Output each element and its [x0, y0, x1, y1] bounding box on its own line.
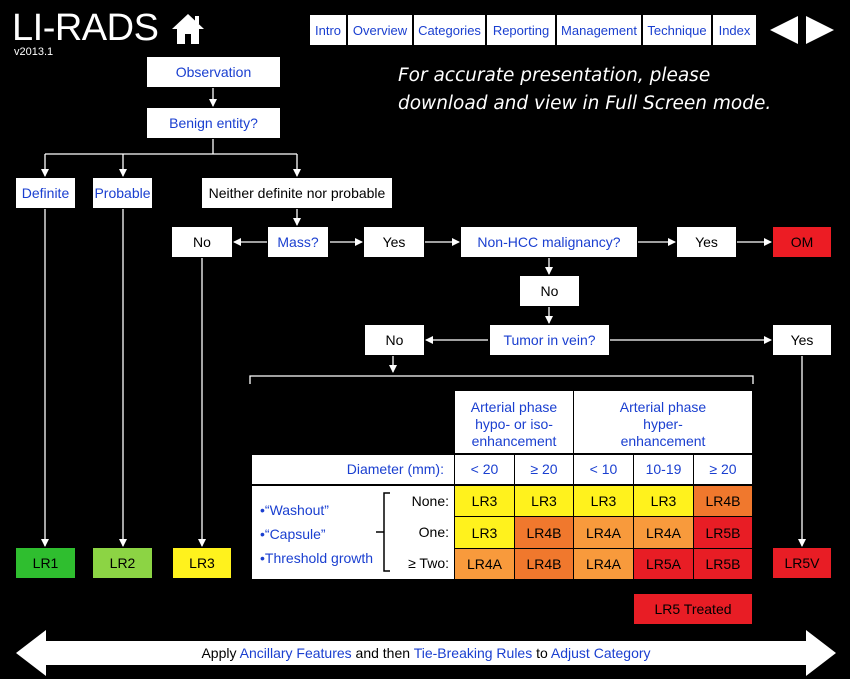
mass-yes-box: Yes	[363, 226, 425, 258]
grid-cell-r3c4[interactable]: LR5A	[633, 548, 694, 580]
lr5-treated-box[interactable]: LR5 Treated	[633, 593, 753, 625]
feature-capsule[interactable]: •“Capsule”	[260, 526, 326, 542]
arrow-right-icon[interactable]	[804, 15, 836, 45]
grid-cell-r2c5[interactable]: LR5B	[693, 516, 753, 549]
non-hcc-no-box: No	[519, 275, 580, 307]
grid-cell-r3c3[interactable]: LR4A	[573, 548, 634, 580]
observation-box[interactable]: Observation	[146, 56, 281, 88]
bottom-instruction: Apply Ancillary Features and then Tie-Br…	[46, 644, 806, 662]
row-label-none: None:	[411, 493, 449, 509]
nav-management[interactable]: Management	[556, 14, 642, 46]
grid-cell-r1c4[interactable]: LR3	[633, 485, 694, 517]
home-icon[interactable]	[170, 12, 206, 46]
grid-cell-r1c2[interactable]: LR3	[514, 485, 574, 517]
definite-box[interactable]: Definite	[15, 177, 76, 209]
mass-no-box: No	[171, 226, 233, 258]
diameter-col-2[interactable]: ≥ 20	[514, 454, 574, 485]
version-label: v2013.1	[14, 46, 54, 58]
nav-reporting[interactable]: Reporting	[486, 14, 556, 46]
hyper-line-2: hyper-	[643, 416, 683, 432]
grid-cell-r1c5[interactable]: LR4B	[693, 485, 753, 517]
lr1-box[interactable]: LR1	[15, 547, 76, 579]
diameter-col-3[interactable]: < 10	[573, 454, 634, 485]
grid-cell-r2c3[interactable]: LR4A	[573, 516, 634, 549]
diameter-col-5[interactable]: ≥ 20	[693, 454, 753, 485]
lr5v-box[interactable]: LR5V	[772, 547, 832, 579]
grid-cell-r1c3[interactable]: LR3	[573, 485, 634, 517]
row-label-two: ≥ Two:	[408, 555, 449, 571]
note-line-1: For accurate presentation, please	[398, 65, 711, 86]
nav-overview[interactable]: Overview	[347, 14, 413, 46]
grid-cell-r2c4[interactable]: LR4A	[633, 516, 694, 549]
feature-threshold-growth[interactable]: •Threshold growth	[260, 550, 374, 566]
bottom-text-2: and then	[351, 645, 414, 661]
nav-index[interactable]: Index	[712, 14, 757, 46]
bottom-text-1: Apply	[201, 645, 240, 661]
diameter-col-1[interactable]: < 20	[454, 454, 515, 485]
hypo-line-2: hypo- or iso-	[475, 416, 553, 432]
grid-cell-r3c1[interactable]: LR4A	[454, 548, 515, 580]
diameter-col-4[interactable]: 10-19	[633, 454, 694, 485]
grid-cell-r2c1[interactable]: LR3	[454, 516, 515, 549]
lr2-box[interactable]: LR2	[92, 547, 153, 579]
features-panel	[251, 485, 455, 580]
bottom-text-3: to	[532, 645, 551, 661]
nav-technique[interactable]: Technique	[642, 14, 712, 46]
om-box[interactable]: OM	[772, 226, 832, 258]
nav-intro[interactable]: Intro	[309, 14, 347, 46]
arrow-left-icon[interactable]	[768, 15, 800, 45]
row-label-one: One:	[418, 524, 449, 540]
tiv-no-box: No	[364, 324, 425, 356]
hyper-enhancement-header[interactable]: Arterial phase hyper- enhancement	[573, 390, 753, 454]
grid-cell-r2c2[interactable]: LR4B	[514, 516, 574, 549]
hypo-line-1: Arterial phase	[470, 399, 558, 415]
ancillary-features-link[interactable]: Ancillary Features	[239, 645, 352, 661]
hypo-line-3: enhancement	[471, 433, 557, 449]
grid-cell-r3c2[interactable]: LR4B	[514, 548, 574, 580]
tiv-yes-box: Yes	[772, 324, 832, 356]
hyper-line-3: enhancement	[620, 433, 706, 449]
lr3-box[interactable]: LR3	[172, 547, 232, 579]
mass-box[interactable]: Mass?	[267, 226, 329, 258]
diameter-label[interactable]: Diameter (mm):	[251, 454, 455, 485]
benign-entity-box[interactable]: Benign entity?	[146, 107, 281, 139]
grid-cell-r1c1[interactable]: LR3	[454, 485, 515, 517]
nav-categories[interactable]: Categories	[413, 14, 486, 46]
note-line-2: download and view in Full Screen mode.	[398, 93, 772, 114]
adjust-category-link[interactable]: Adjust Category	[550, 645, 651, 661]
tumor-in-vein-box[interactable]: Tumor in vein?	[489, 324, 610, 356]
non-hcc-yes-box: Yes	[676, 226, 737, 258]
hypo-enhancement-header[interactable]: Arterial phase hypo- or iso- enhancement	[454, 390, 574, 454]
non-hcc-box[interactable]: Non-HCC malignancy?	[460, 226, 638, 258]
hyper-line-1: Arterial phase	[619, 399, 707, 415]
tie-breaking-rules-link[interactable]: Tie-Breaking Rules	[413, 645, 533, 661]
neither-box: Neither definite nor probable	[201, 177, 393, 209]
fullscreen-note: For accurate presentation, please downlo…	[398, 62, 838, 118]
app-title: LI-RADS	[12, 7, 159, 49]
feature-washout[interactable]: •“Washout”	[260, 502, 329, 518]
probable-box[interactable]: Probable	[92, 177, 153, 209]
features-list: •“Washout” •“Capsule” •Threshold growth	[260, 498, 373, 570]
grid-cell-r3c5[interactable]: LR5B	[693, 548, 753, 580]
